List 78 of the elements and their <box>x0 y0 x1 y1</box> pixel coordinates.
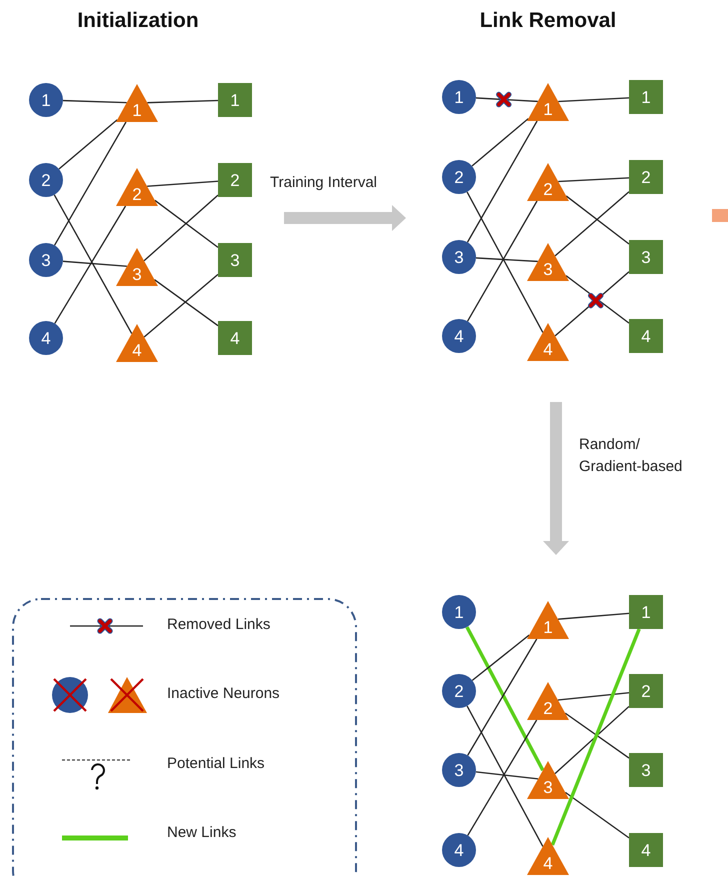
hidden-neuron: 3 <box>116 248 158 286</box>
link <box>472 634 530 681</box>
input-neuron: 4 <box>442 319 476 353</box>
input-neuron: 1 <box>442 595 476 629</box>
output-neuron: 3 <box>218 243 252 277</box>
link <box>566 195 630 244</box>
input-neuron: 4 <box>442 833 476 867</box>
link <box>62 260 127 267</box>
link <box>564 792 630 838</box>
hidden-neuron: 3 <box>527 761 569 799</box>
panel-heading: Initialization <box>77 10 199 32</box>
link <box>564 712 630 759</box>
output-neuron: 3 <box>629 240 663 274</box>
link <box>558 97 630 102</box>
input-neuron: 3 <box>29 243 63 277</box>
link <box>147 180 218 187</box>
hidden-neuron: 1 <box>116 84 158 122</box>
link <box>466 120 538 243</box>
output-neuron: 2 <box>629 160 663 194</box>
link <box>472 118 529 167</box>
input-neuron: 1 <box>29 83 63 117</box>
legend-label: Potential Links <box>167 755 265 772</box>
input-neuron: 3 <box>442 240 476 274</box>
hidden-neuron: 1 <box>527 83 569 121</box>
hidden-neuron: 3 <box>527 243 569 281</box>
panel-heading: Link Removal <box>480 10 616 32</box>
link <box>558 692 630 701</box>
arrow-label: Training Interval <box>270 173 378 193</box>
output-neuron: 2 <box>629 674 663 708</box>
legend-label: Removed Links <box>167 616 270 633</box>
link <box>476 97 538 102</box>
hidden-neuron: 2 <box>527 163 569 201</box>
link <box>558 612 630 620</box>
hidden-neuron: 4 <box>527 837 569 875</box>
link <box>54 206 126 324</box>
output-neuron: 1 <box>218 83 252 117</box>
output-neuron: 3 <box>629 753 663 787</box>
input-neuron: 2 <box>29 163 63 197</box>
hidden-neuron: 4 <box>527 323 569 361</box>
hidden-neuron: 1 <box>527 601 569 639</box>
output-neuron: 4 <box>629 833 663 867</box>
link <box>467 638 538 756</box>
link <box>154 279 218 326</box>
link <box>466 200 538 322</box>
link <box>144 194 218 262</box>
link <box>144 274 218 338</box>
input-neuron: 4 <box>29 321 63 355</box>
link <box>554 706 630 774</box>
new-link <box>550 628 641 846</box>
link <box>558 177 630 182</box>
link <box>466 192 544 333</box>
legend-label: Inactive Neurons <box>167 685 280 702</box>
legend-label: New Links <box>167 824 236 841</box>
link <box>476 771 538 780</box>
link <box>154 200 218 248</box>
hidden-neuron: 2 <box>116 168 158 206</box>
output-neuron: 2 <box>218 163 252 197</box>
output-neuron: 1 <box>629 80 663 114</box>
link <box>62 100 127 104</box>
input-neuron: 3 <box>442 753 476 787</box>
link <box>467 720 538 836</box>
new-link <box>465 626 544 772</box>
input-neuron: 1 <box>442 80 476 114</box>
link <box>54 194 132 334</box>
arrow-label: Random/ Gradient-based <box>579 435 684 477</box>
hidden-neuron: 2 <box>527 682 569 720</box>
input-neuron: 2 <box>442 674 476 708</box>
output-neuron: 4 <box>629 319 663 353</box>
input-neuron: 2 <box>442 160 476 194</box>
link <box>147 100 218 104</box>
link <box>58 119 118 170</box>
link <box>554 191 630 256</box>
hidden-neuron: 4 <box>116 324 158 362</box>
output-neuron: 4 <box>218 321 252 355</box>
link <box>54 122 127 246</box>
link <box>476 257 538 262</box>
link <box>466 706 544 847</box>
output-neuron: 1 <box>629 595 663 629</box>
